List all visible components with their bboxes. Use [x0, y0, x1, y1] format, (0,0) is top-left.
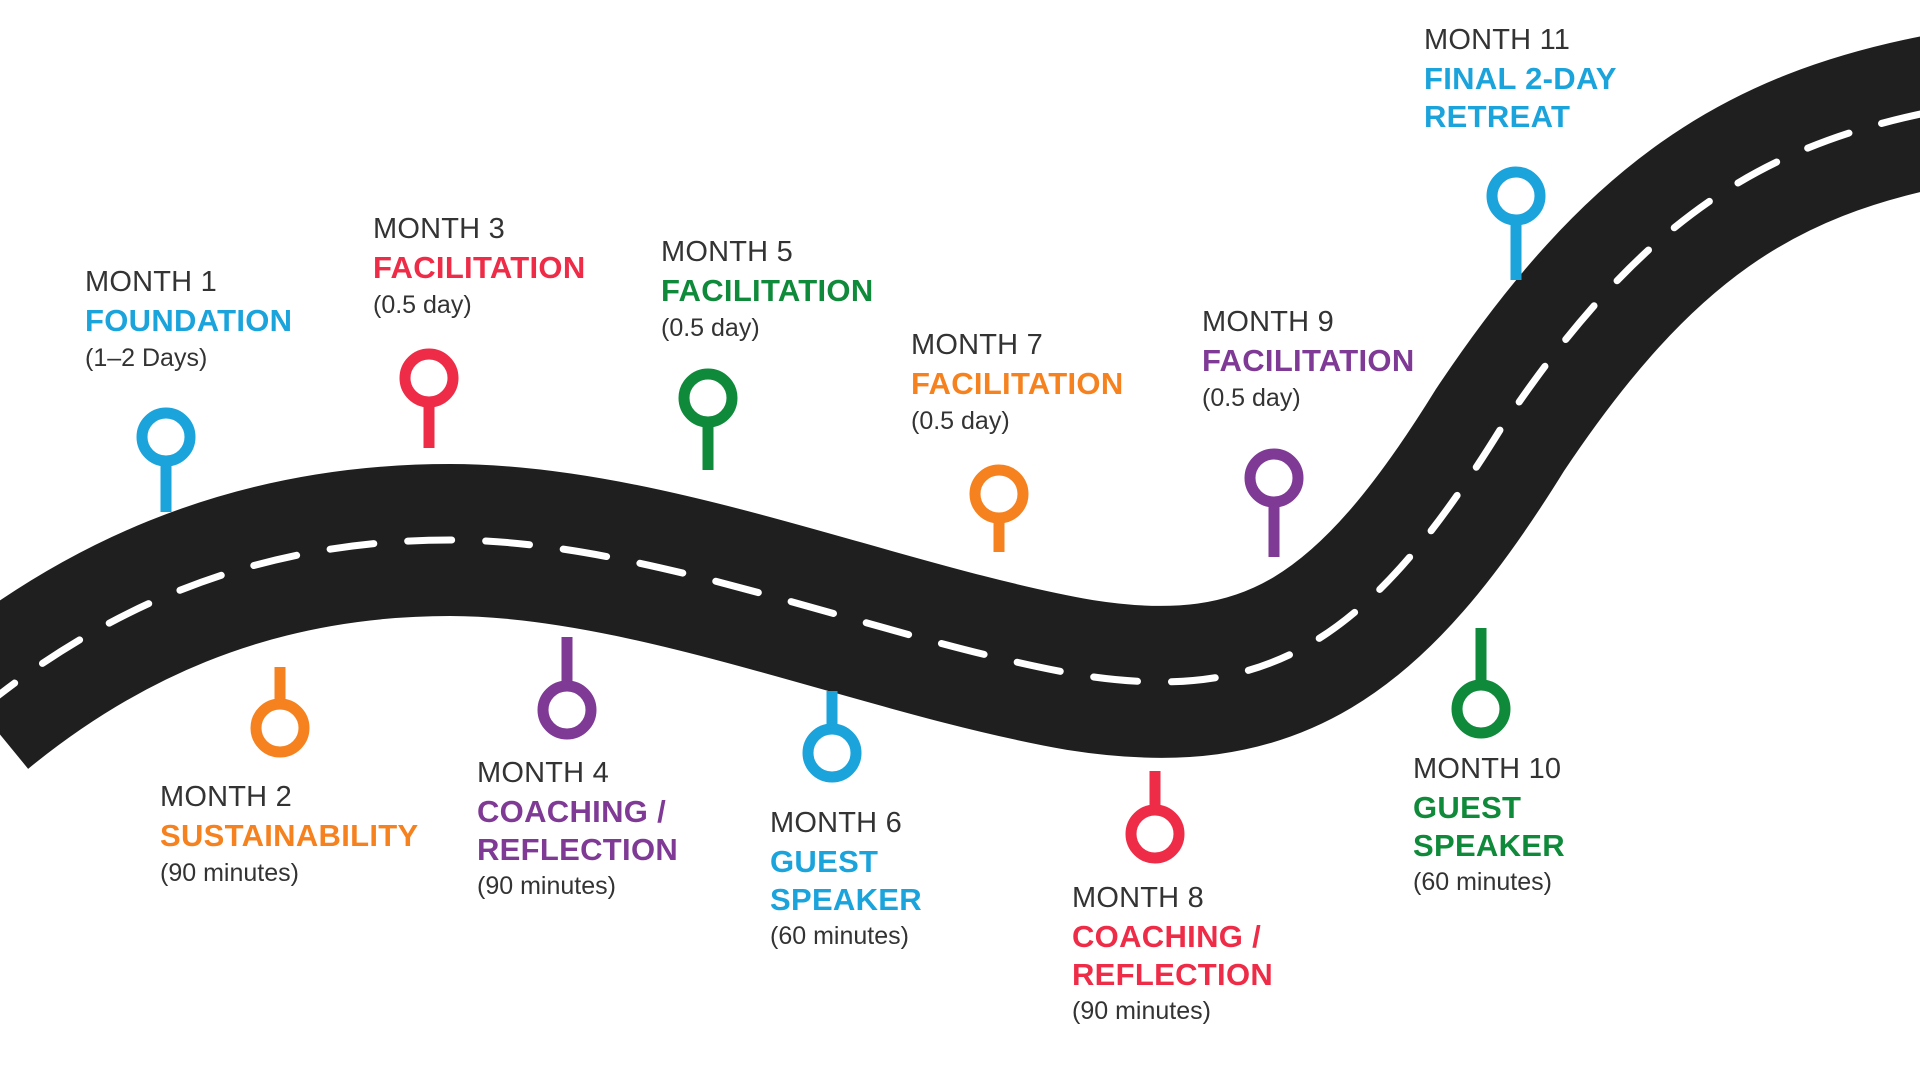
- milestone-title: FACILITATION: [1202, 342, 1522, 380]
- milestone-month-10: MONTH 10 GUEST SPEAKER (60 minutes): [1413, 752, 1733, 899]
- milestone-month: MONTH 9: [1202, 306, 1334, 338]
- milestone-duration: (0.5 day): [1202, 383, 1301, 412]
- milestone-title-line: FACILITATION: [911, 365, 1124, 401]
- milestone-month: MONTH 4: [477, 757, 609, 789]
- map-pin-icon: [802, 691, 862, 783]
- map-pin-icon: [537, 637, 597, 740]
- pin-ring: [537, 680, 597, 740]
- milestone-title-line: SUSTAINABILITY: [160, 817, 419, 853]
- milestone-month: MONTH 7: [911, 329, 1043, 361]
- milestone-title: GUEST SPEAKER: [770, 843, 1090, 919]
- pin-ring: [1125, 804, 1185, 864]
- map-pin-icon: [399, 348, 459, 448]
- pin-ring: [969, 464, 1029, 524]
- pin-ring: [1244, 448, 1304, 508]
- milestone-title-line: COACHING /: [477, 793, 666, 829]
- milestone-title: FACILITATION: [661, 272, 981, 310]
- milestone-duration: (60 minutes): [770, 922, 909, 951]
- milestone-title: FOUNDATION: [85, 302, 405, 340]
- milestone-title: COACHING / REFLECTION: [1072, 918, 1392, 994]
- map-pin-icon: [1244, 448, 1304, 557]
- milestone-month-2: MONTH 2 SUSTAINABILITY (90 minutes): [160, 780, 480, 889]
- pin-ring: [399, 348, 459, 408]
- milestone-title-line: GUEST: [770, 843, 879, 879]
- milestone-duration: (1–2 Days): [85, 343, 208, 372]
- map-pin-icon: [678, 368, 738, 470]
- pin-ring: [136, 407, 196, 467]
- milestone-title-line: FACILITATION: [373, 249, 586, 285]
- milestone-title-line: COACHING /: [1072, 918, 1261, 954]
- milestone-title-line: RETREAT: [1424, 98, 1571, 134]
- milestone-title-line: FOUNDATION: [85, 302, 293, 338]
- milestone-month: MONTH 8: [1072, 882, 1204, 914]
- milestone-month-3: MONTH 3 FACILITATION (0.5 day): [373, 212, 693, 321]
- milestone-month-11: MONTH 11 FINAL 2-DAY RETREAT: [1424, 23, 1744, 138]
- milestone-title-line: FINAL 2-DAY: [1424, 60, 1617, 96]
- milestone-duration: (0.5 day): [373, 290, 472, 319]
- pin-ring: [1451, 679, 1511, 739]
- milestone-month: MONTH 5: [661, 236, 793, 268]
- milestone-duration: (90 minutes): [477, 872, 616, 901]
- pin-ring: [1486, 166, 1546, 226]
- milestone-title-line: FACILITATION: [661, 272, 874, 308]
- milestone-month: MONTH 6: [770, 807, 902, 839]
- milestone-month: MONTH 3: [373, 213, 505, 245]
- pins-layer: [136, 166, 1546, 864]
- milestone-duration: (0.5 day): [661, 313, 760, 342]
- map-pin-icon: [136, 407, 196, 512]
- milestone-month-8: MONTH 8 COACHING / REFLECTION (90 minute…: [1072, 881, 1392, 1028]
- milestone-month: MONTH 2: [160, 781, 292, 813]
- milestone-duration: (0.5 day): [911, 406, 1010, 435]
- milestone-month-1: MONTH 1 FOUNDATION (1–2 Days): [85, 265, 405, 374]
- milestone-month-9: MONTH 9 FACILITATION (0.5 day): [1202, 305, 1522, 414]
- milestone-month-5: MONTH 5 FACILITATION (0.5 day): [661, 235, 981, 344]
- map-pin-icon: [969, 464, 1029, 552]
- milestone-month-4: MONTH 4 COACHING / REFLECTION (90 minute…: [477, 756, 797, 903]
- milestone-title: FACILITATION: [373, 249, 693, 287]
- pin-ring: [802, 723, 862, 783]
- milestone-title-line: SPEAKER: [1413, 827, 1565, 863]
- milestone-month-7: MONTH 7 FACILITATION (0.5 day): [911, 328, 1231, 437]
- map-pin-icon: [250, 667, 310, 758]
- milestone-duration: (90 minutes): [160, 858, 299, 887]
- milestone-title-line: FACILITATION: [1202, 342, 1415, 378]
- milestone-title-line: REFLECTION: [477, 831, 679, 867]
- road-lane-dashes: [0, 110, 1920, 699]
- milestone-month-6: MONTH 6 GUEST SPEAKER (60 minutes): [770, 806, 1090, 953]
- pin-ring: [678, 368, 738, 428]
- milestone-duration: (60 minutes): [1413, 868, 1552, 897]
- milestone-duration: (90 minutes): [1072, 997, 1211, 1026]
- milestone-title-line: GUEST: [1413, 789, 1522, 825]
- map-pin-icon: [1125, 771, 1185, 864]
- pin-ring: [250, 698, 310, 758]
- map-pin-icon: [1486, 166, 1546, 280]
- milestone-month: MONTH 11: [1424, 24, 1571, 56]
- milestone-title: FACILITATION: [911, 365, 1231, 403]
- milestone-title: SUSTAINABILITY: [160, 817, 480, 855]
- milestone-title-line: REFLECTION: [1072, 956, 1274, 992]
- milestone-month: MONTH 1: [85, 266, 217, 298]
- milestone-title: COACHING / REFLECTION: [477, 793, 797, 869]
- milestone-title: FINAL 2-DAY RETREAT: [1424, 60, 1744, 136]
- milestone-month: MONTH 10: [1413, 753, 1562, 785]
- milestone-title-line: SPEAKER: [770, 881, 922, 917]
- map-pin-icon: [1451, 628, 1511, 739]
- milestone-title: GUEST SPEAKER: [1413, 789, 1733, 865]
